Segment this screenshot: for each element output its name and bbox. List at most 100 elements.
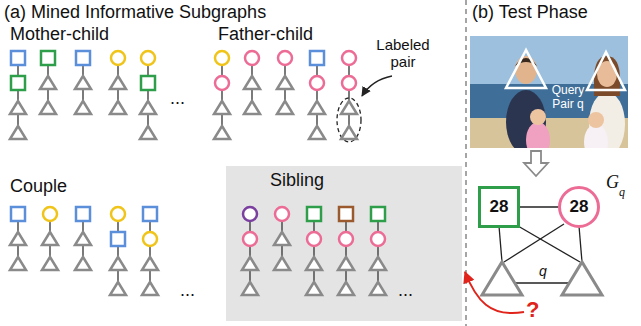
graph-line xyxy=(499,226,502,262)
graph-line xyxy=(516,282,568,283)
photo-face xyxy=(515,56,537,84)
attribute-circle xyxy=(243,207,257,221)
subgraph-chain xyxy=(42,207,58,270)
graph-edge xyxy=(520,206,558,207)
subgraph-chain xyxy=(110,207,126,295)
age-attribute-circle: 28 xyxy=(558,186,600,228)
chain-link xyxy=(316,65,317,76)
sibling-chains xyxy=(226,166,462,321)
person-triangle xyxy=(75,101,91,114)
pair-label: q xyxy=(537,263,549,279)
query-triangle xyxy=(587,52,625,90)
chain-link xyxy=(117,221,118,232)
subgraph-chain xyxy=(140,51,156,139)
chain-link xyxy=(348,65,349,76)
person-triangle xyxy=(244,76,260,89)
person-triangle xyxy=(140,126,156,139)
attribute-circle xyxy=(275,207,289,221)
chain-link xyxy=(17,65,18,76)
down-arrow xyxy=(524,151,548,176)
subgraph-chain xyxy=(306,207,322,295)
attribute-square xyxy=(76,207,90,221)
query-label: Query Pair q xyxy=(550,84,586,112)
person-triangle xyxy=(562,262,602,295)
person-triangle xyxy=(110,76,126,89)
group-title: Mother-child xyxy=(10,24,109,45)
group-title: Sibling xyxy=(270,170,324,191)
sibling-panel: Sibling xyxy=(226,166,462,321)
person-triangle xyxy=(370,282,386,295)
photo-person xyxy=(526,122,550,148)
panel-heading: (a) Mined Informative Subgraphs xyxy=(4,2,266,23)
subgraph-chain xyxy=(370,207,386,295)
subgraph-chain xyxy=(75,51,91,114)
graph-line xyxy=(518,226,580,262)
chain-link xyxy=(377,221,378,232)
person-triangle xyxy=(40,76,56,89)
leader-arrow xyxy=(362,76,392,96)
attribute-square xyxy=(339,207,353,221)
person-triangle xyxy=(140,101,156,114)
chain-link xyxy=(149,221,150,232)
subgraph-chain xyxy=(214,51,230,139)
person-triangle xyxy=(110,257,126,270)
attribute-square xyxy=(11,51,25,65)
subgraph-chain xyxy=(40,51,56,114)
person-triangle xyxy=(370,257,386,270)
subgraph-chain xyxy=(10,207,26,270)
attribute-circle xyxy=(339,232,353,246)
attribute-circle xyxy=(342,51,356,65)
person-triangle xyxy=(110,101,126,114)
subgraph-chain xyxy=(142,207,158,295)
person-triangle xyxy=(214,101,230,114)
family-photo xyxy=(470,36,628,148)
attribute-circle xyxy=(245,51,259,65)
person-triangle xyxy=(338,257,354,270)
attribute-circle xyxy=(111,207,125,221)
person-triangle xyxy=(10,232,26,245)
attribute-circle xyxy=(215,76,229,90)
attribute-square xyxy=(111,232,125,246)
person-triangle xyxy=(309,126,325,139)
age-attribute-square: 28 xyxy=(478,186,520,228)
chain-link xyxy=(147,65,148,76)
person-triangle xyxy=(75,76,91,89)
attribute-square xyxy=(143,207,157,221)
photo-face xyxy=(588,112,604,128)
ellipsis: ... xyxy=(398,280,413,301)
graph-line xyxy=(504,224,564,262)
attribute-square xyxy=(371,207,385,221)
attribute-square xyxy=(310,51,324,65)
person-triangle xyxy=(277,76,293,89)
subgraph-chain xyxy=(338,207,354,295)
attribute-square xyxy=(76,51,90,65)
attribute-square xyxy=(41,51,55,65)
person-triangle xyxy=(274,232,290,245)
graph-lines xyxy=(499,224,582,283)
person-triangle xyxy=(40,101,56,114)
attribute-circle xyxy=(141,51,155,65)
attribute-circle xyxy=(111,51,125,65)
person-triangle xyxy=(214,126,230,139)
subgraph-chain xyxy=(277,51,293,114)
subgraph-chain xyxy=(242,207,258,295)
panel-heading: (b) Test Phase xyxy=(472,2,588,23)
person-triangle xyxy=(306,257,322,270)
ellipsis: ... xyxy=(170,88,185,109)
attribute-square xyxy=(307,207,321,221)
match-arrow xyxy=(465,272,524,313)
person-triangle xyxy=(242,282,258,295)
person-triangle xyxy=(341,101,357,114)
attribute-square xyxy=(141,76,155,90)
chain-link xyxy=(313,221,314,232)
person-triangle xyxy=(338,282,354,295)
person-triangle xyxy=(10,126,26,139)
chain-link xyxy=(249,221,250,232)
person-triangle xyxy=(242,257,258,270)
subgraph-chain xyxy=(274,207,290,270)
subgraph-chain xyxy=(75,207,91,270)
attribute-circle xyxy=(43,207,57,221)
person-triangle xyxy=(482,262,522,295)
attribute-circle xyxy=(371,232,385,246)
